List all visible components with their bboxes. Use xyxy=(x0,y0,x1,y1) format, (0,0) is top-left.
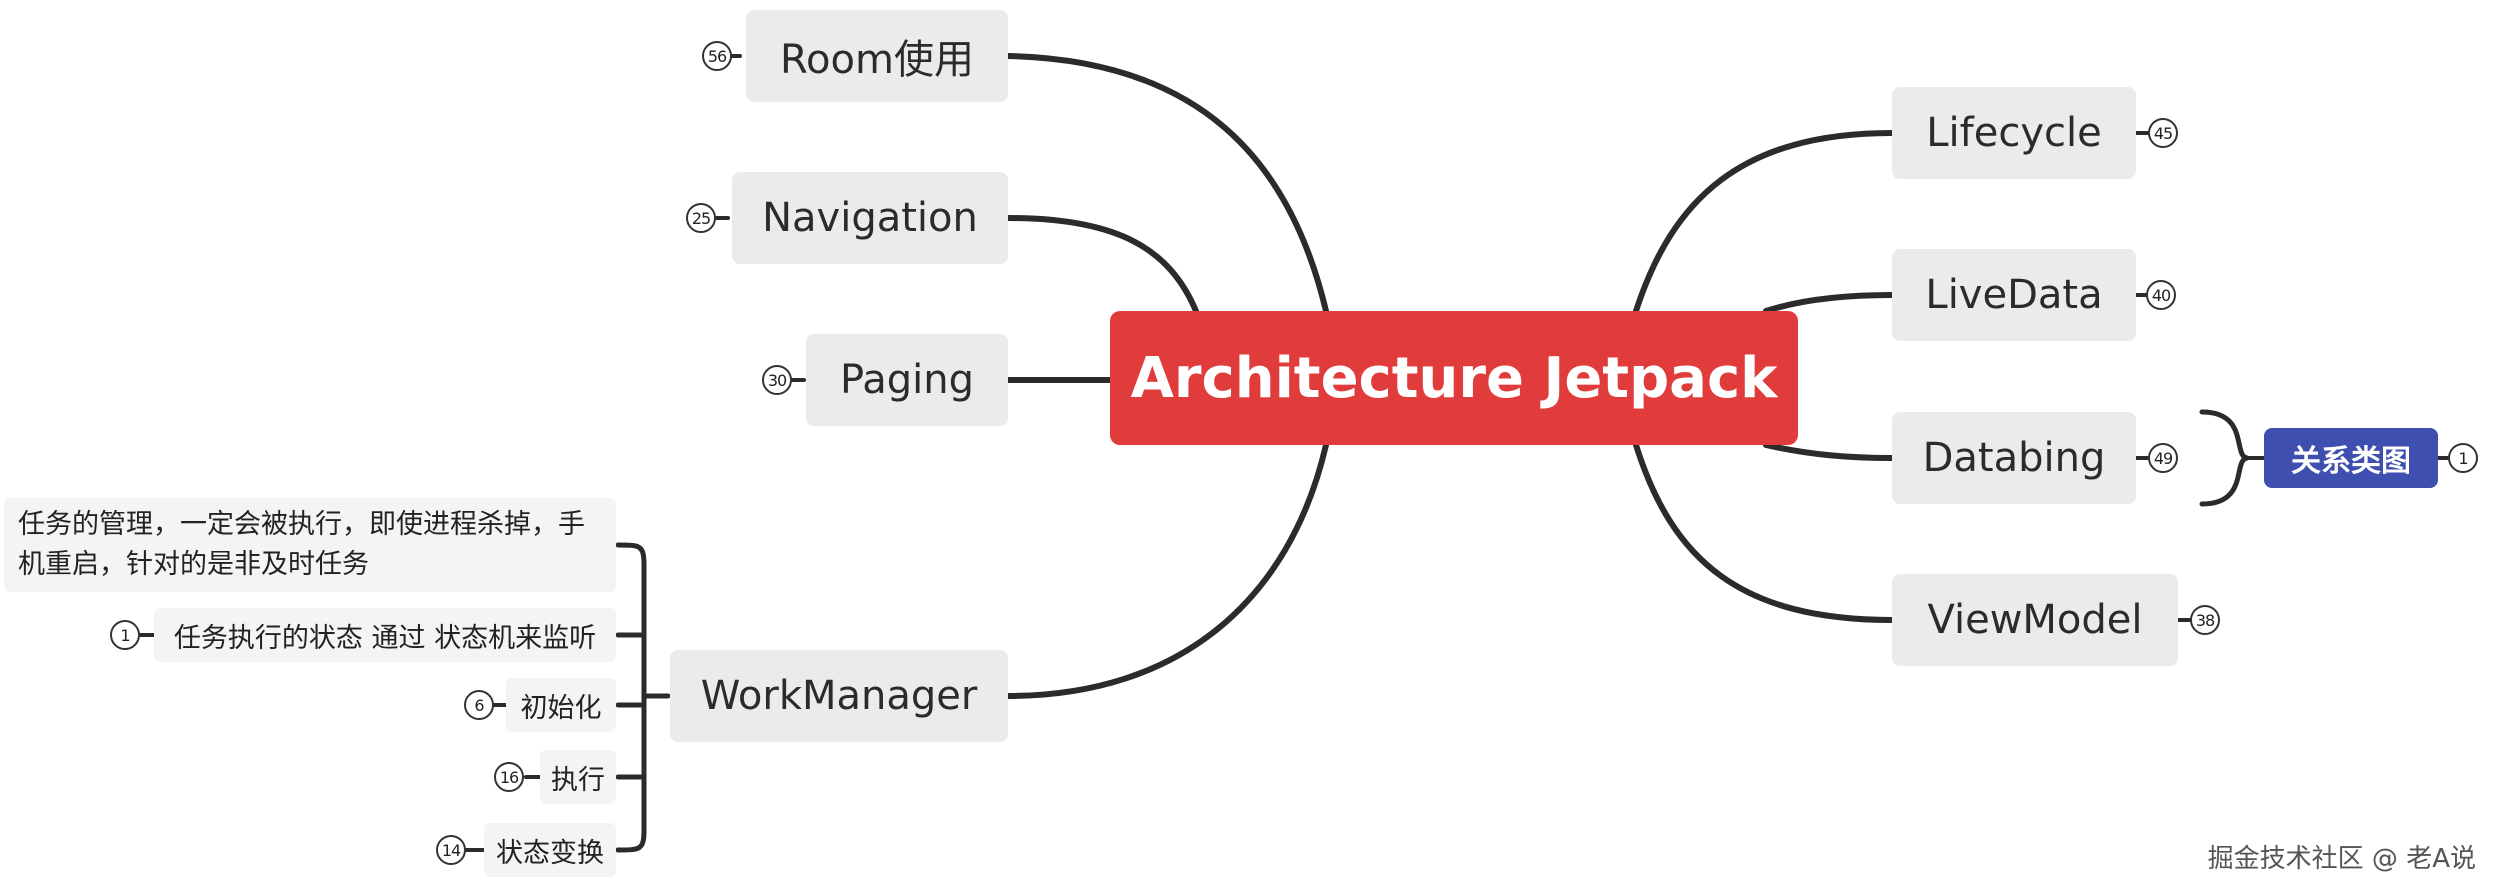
workmanager-child-3-label: 初始化 xyxy=(520,692,602,724)
central-topic[interactable]: Architecture Jetpack xyxy=(1110,311,1798,445)
count-badge-child-5: 14 xyxy=(436,835,466,865)
link-databing xyxy=(1763,442,1895,461)
summary-brace xyxy=(2199,409,2249,507)
workmanager-child-2[interactable]: 任务执行的状态 通过 状态机来监听 xyxy=(154,608,616,662)
count-badge-room: 56 xyxy=(702,41,732,71)
count-badge-databing: 49 xyxy=(2148,443,2178,473)
link-workmanager xyxy=(1005,442,1329,699)
topic-room[interactable]: Room使用 xyxy=(746,10,1008,102)
count-badge-child-2: 1 xyxy=(110,620,140,650)
count-badge-livedata: 40 xyxy=(2146,280,2176,310)
link-viewmodel xyxy=(1633,442,1895,623)
workmanager-child-5[interactable]: 状态变换 xyxy=(484,823,616,877)
workmanager-child-5-label: 状态变换 xyxy=(496,837,604,869)
topic-lifecycle[interactable]: Lifecycle xyxy=(1892,87,2136,179)
watermark-text: 掘金技术社区 @ 老A说 xyxy=(2207,844,2476,874)
workmanager-child-2-label: 任务执行的状态 通过 状态机来监听 xyxy=(173,622,597,654)
topic-paging[interactable]: Paging xyxy=(806,334,1008,426)
topic-workmanager[interactable]: WorkManager xyxy=(670,650,1008,742)
workmanager-child-1-line-2: 机重启，针对的是非及时任务 xyxy=(18,549,369,580)
count-badge-child-4: 16 xyxy=(494,762,524,792)
topic-livedata[interactable]: LiveData xyxy=(1892,249,2136,341)
link-livedata xyxy=(1763,292,1895,314)
workmanager-child-4-label: 执行 xyxy=(551,764,605,796)
workmanager-child-4[interactable]: 执行 xyxy=(540,750,616,804)
link-lifecycle xyxy=(1633,130,1895,314)
topic-navigation[interactable]: Navigation xyxy=(732,172,1008,264)
workmanager-child-1[interactable]: 任务的管理，一定会被执行，即使进程杀掉，手 机重启，针对的是非及时任务 xyxy=(4,498,616,592)
count-badge-lifecycle: 45 xyxy=(2148,118,2178,148)
summary-label-class-diagram[interactable]: 关系类图 xyxy=(2264,428,2438,488)
topic-databing[interactable]: Databing xyxy=(1892,412,2136,504)
workmanager-child-3[interactable]: 初始化 xyxy=(506,678,616,732)
workmanager-bracket-spine xyxy=(615,542,647,853)
link-navigation xyxy=(1005,215,1199,314)
topic-viewmodel[interactable]: ViewModel xyxy=(1892,574,2178,666)
link-room xyxy=(1005,53,1329,314)
count-badge-paging: 30 xyxy=(762,365,792,395)
count-badge-summary: 1 xyxy=(2448,443,2478,473)
count-badge-child-3: 6 xyxy=(464,690,494,720)
workmanager-child-1-line-1: 任务的管理，一定会被执行，即使进程杀掉，手 xyxy=(18,509,585,540)
count-badge-viewmodel: 38 xyxy=(2190,605,2220,635)
count-badge-navigation: 25 xyxy=(686,203,716,233)
